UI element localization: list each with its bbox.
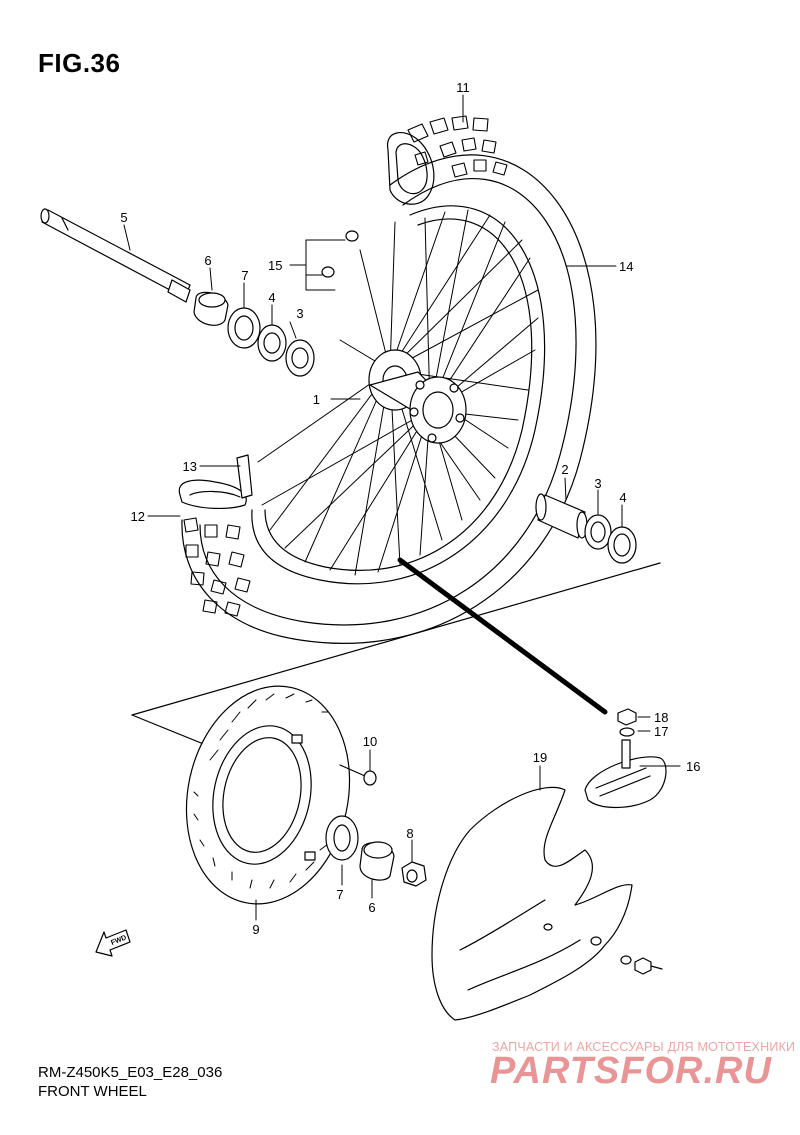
spoke-nipples-part-15: [321, 230, 359, 278]
rim-lock-part-13: [236, 454, 253, 499]
spacer-part-6: [193, 291, 229, 326]
rim: [251, 205, 546, 585]
valve-pointer-line: [397, 557, 608, 715]
callout-5: 5: [120, 210, 127, 225]
callout-9: 9: [252, 922, 259, 937]
bearing-part-3-top: [285, 339, 315, 377]
callout-14: 14: [619, 259, 633, 274]
nut-part-18: [617, 708, 637, 726]
callout-6-top: 6: [204, 253, 211, 268]
bearing-part-3-right: [584, 514, 612, 550]
figure-title: FIG.36: [38, 48, 121, 78]
forward-direction-arrow[interactable]: [95, 929, 131, 957]
callout-1: 1: [313, 392, 320, 407]
bolt-part-10: [339, 764, 377, 786]
callout-17: 17: [654, 724, 668, 739]
washer-part-17: [619, 727, 635, 737]
callout-10: 10: [363, 734, 377, 749]
bearing-part-4-top: [257, 324, 287, 362]
seal-part-7-bottom: [325, 815, 359, 861]
callout-3-right: 3: [594, 476, 601, 491]
callout-7-bottom: 7: [336, 887, 343, 902]
callout-3-top: 3: [296, 306, 303, 321]
axle-part-5: [40, 208, 191, 303]
callout-11: 11: [456, 80, 470, 95]
callout-18: 18: [654, 710, 668, 725]
disc-cover-part-19: [431, 786, 633, 1021]
nut-part-8: [401, 861, 427, 887]
watermark-tagline: ЗАПЧАСТИ И АКСЕССУАРЫ ДЛЯ МОТОТЕХНИКИ: [492, 1040, 796, 1054]
assembly-plane-line: [131, 562, 661, 716]
callout-7-top: 7: [241, 268, 248, 283]
seal-part-4-right: [607, 526, 637, 564]
brake-disc-part-9: [185, 685, 351, 905]
seal-part-7: [227, 307, 261, 349]
watermark-logo: PARTSFOR.RU: [490, 1050, 772, 1092]
diagram-name: FRONT WHEEL: [38, 1083, 147, 1100]
cover-bolt-and-washer: [620, 955, 663, 975]
callout-4-right: 4: [619, 490, 626, 505]
callout-6-bottom: 6: [368, 900, 375, 915]
hub-part-1: [368, 349, 467, 444]
callout-2: 2: [561, 462, 568, 477]
spacer-part-2: [535, 493, 588, 539]
tube-part-16: [584, 739, 667, 809]
callout-13: 13: [183, 459, 197, 474]
spacer-part-6-bottom: [359, 841, 395, 881]
callout-12: 12: [131, 509, 145, 524]
callout-8: 8: [406, 826, 413, 841]
callout-19: 19: [533, 750, 547, 765]
callout-4-top: 4: [268, 290, 275, 305]
model-code: RM-Z450K5_E03_E28_036: [38, 1064, 223, 1081]
callout-16: 16: [686, 759, 700, 774]
tire-part-14: [178, 115, 597, 644]
callout-15: 15: [268, 258, 282, 273]
